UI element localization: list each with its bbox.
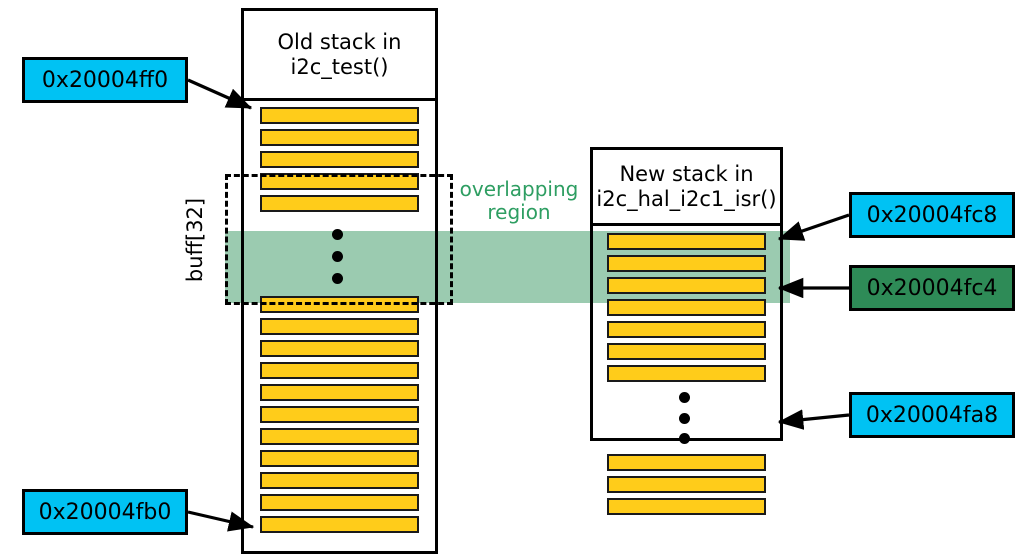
stack-slot — [607, 299, 766, 316]
new-stack-title-line2: i2c_hal_i2c1_isr() — [596, 186, 777, 211]
stack-slot — [260, 450, 419, 467]
old-stack-frame — [241, 8, 438, 554]
stack-slot — [260, 428, 419, 445]
stack-slot — [260, 516, 419, 533]
new-stack-title: New stack in i2c_hal_i2c1_isr() — [593, 150, 780, 226]
stack-slot — [607, 277, 766, 294]
stack-slot — [260, 362, 419, 379]
stack-slot — [260, 151, 419, 168]
address-label-0x20004fa8[interactable]: 0x20004fa8 — [849, 392, 1015, 438]
overlapping-region-label: overlapping region — [459, 178, 579, 224]
stack-slot — [607, 498, 766, 515]
old-stack-title-line2: i2c_test() — [290, 54, 389, 79]
vertical-ellipsis-icon — [679, 392, 690, 444]
stack-slot — [607, 233, 766, 250]
stack-slot — [607, 476, 766, 493]
overlapping-region-label-line1: overlapping — [459, 177, 579, 201]
old-stack-slots — [244, 101, 435, 551]
address-label-0x20004fc4[interactable]: 0x20004fc4 — [849, 265, 1015, 311]
new-stack-slots — [593, 226, 780, 515]
stack-slot — [260, 318, 419, 335]
overlapping-region-label-line2: region — [487, 200, 551, 224]
arrow-to-new-stack-bottom — [777, 409, 850, 430]
buff-dashed-bracket — [225, 174, 453, 305]
stack-slot — [607, 255, 766, 272]
stack-slot — [260, 107, 419, 124]
stack-slot — [260, 384, 419, 401]
stack-slot — [260, 340, 419, 357]
stack-slot — [260, 195, 419, 212]
buff-label: buff[32] — [183, 197, 207, 283]
stack-slot — [607, 454, 766, 471]
old-stack-title: Old stack in i2c_test() — [244, 11, 435, 101]
address-label-0x20004fc8[interactable]: 0x20004fc8 — [849, 192, 1015, 238]
vertical-ellipsis-icon — [332, 229, 343, 284]
stack-slot — [607, 343, 766, 360]
stack-slot — [260, 494, 419, 511]
stack-slot — [260, 406, 419, 423]
stack-slot — [607, 321, 766, 338]
new-stack-title-line1: New stack in — [619, 162, 754, 187]
stack-slot — [260, 129, 419, 146]
address-label-0x20004fb0[interactable]: 0x20004fb0 — [22, 489, 188, 535]
old-stack-title-line1: Old stack in — [277, 30, 402, 55]
address-label-0x20004ff0[interactable]: 0x20004ff0 — [22, 57, 188, 103]
stack-slot — [260, 472, 419, 489]
stack-slot — [607, 365, 766, 382]
